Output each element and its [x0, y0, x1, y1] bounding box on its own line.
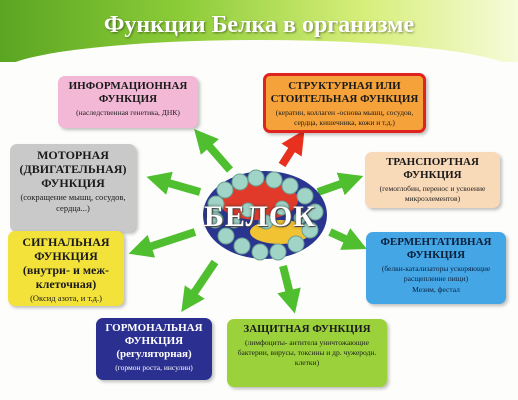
box-protective: ЗАЩИТНАЯ ФУНКЦИЯ (лимфоциты- антитела ун… — [227, 319, 387, 387]
protective-detail: (лимфоциты- антитела уничтожающие бактер… — [237, 338, 377, 367]
enzymatic-detail: (белки-катализаторы ускоряющие расщеплен… — [381, 264, 491, 283]
enzymatic-extra: Мезим, фестал — [412, 285, 460, 294]
arrow-signal — [128, 228, 197, 258]
box-transport: ТРАНСПОРТНАЯ ФУНКЦИЯ (гемоглобин, перено… — [365, 152, 500, 208]
signal-detail: (Оксид азота, и т.д.) — [30, 293, 102, 303]
structural-heading: СТРУКТУРНАЯ ИЛИ СТОИТЕЛЬНАЯ ФУНКЦИЯ — [270, 80, 419, 105]
box-enzymatic: ФЕРМЕНТАТИВНАЯ ФУНКЦИЯ (белки-катализато… — [366, 232, 506, 304]
box-signal: СИГНАЛЬНАЯ ФУНКЦИЯ (внутри- и меж- клето… — [8, 231, 124, 306]
arrow-informational — [194, 128, 234, 173]
transport-detail: (гемоглобин, перенос и усвоение микроэле… — [379, 184, 486, 203]
informational-detail: (наследственная генетика, ДНК) — [76, 108, 180, 117]
arrow-structural — [278, 129, 305, 168]
arrow-enzymatic — [328, 228, 367, 250]
arrow-motor — [146, 171, 202, 196]
hormonal-heading: ГОРМОНАЛЬНАЯ ФУНКЦИЯ (регуляторная) — [105, 322, 203, 360]
arrow-protective — [277, 265, 301, 314]
page-title: Функции Белка в организме — [103, 12, 415, 38]
box-hormonal: ГОРМОНАЛЬНАЯ ФУНКЦИЯ (регуляторная) (гор… — [96, 318, 212, 380]
signal-heading: СИГНАЛЬНАЯ ФУНКЦИЯ (внутри- и меж- клето… — [22, 235, 110, 291]
arrow-hormonal — [181, 259, 219, 312]
protein-label: БЕЛОК — [204, 200, 316, 233]
arrow-transport — [316, 172, 364, 196]
protein-molecule-image — [203, 169, 327, 261]
enzymatic-heading: ФЕРМЕНТАТИВНАЯ ФУНКЦИЯ — [380, 236, 492, 261]
transport-heading: ТРАНСПОРТНАЯ ФУНКЦИЯ — [386, 156, 479, 181]
structural-detail: (кератин, коллаген -основа мышц, сосудов… — [275, 108, 414, 127]
hormonal-detail: (гормон роста, инсулин) — [115, 363, 193, 372]
box-informational: ИНФОРМАЦИОННАЯ ФУНКЦИЯ (наследственная г… — [58, 76, 198, 128]
motor-detail: (сокращение мышц, сосудов, сердца...) — [20, 192, 126, 213]
box-motor: МОТОРНАЯ (ДВИГАТЕЛЬНАЯ) ФУНКЦИЯ (сокраще… — [10, 144, 136, 232]
motor-heading: МОТОРНАЯ (ДВИГАТЕЛЬНАЯ) ФУНКЦИЯ — [19, 148, 127, 190]
informational-heading: ИНФОРМАЦИОННАЯ ФУНКЦИЯ — [68, 80, 188, 105]
protective-heading: ЗАЩИТНАЯ ФУНКЦИЯ — [243, 323, 371, 335]
box-structural: СТРУКТУРНАЯ ИЛИ СТОИТЕЛЬНАЯ ФУНКЦИЯ (кер… — [263, 73, 426, 133]
